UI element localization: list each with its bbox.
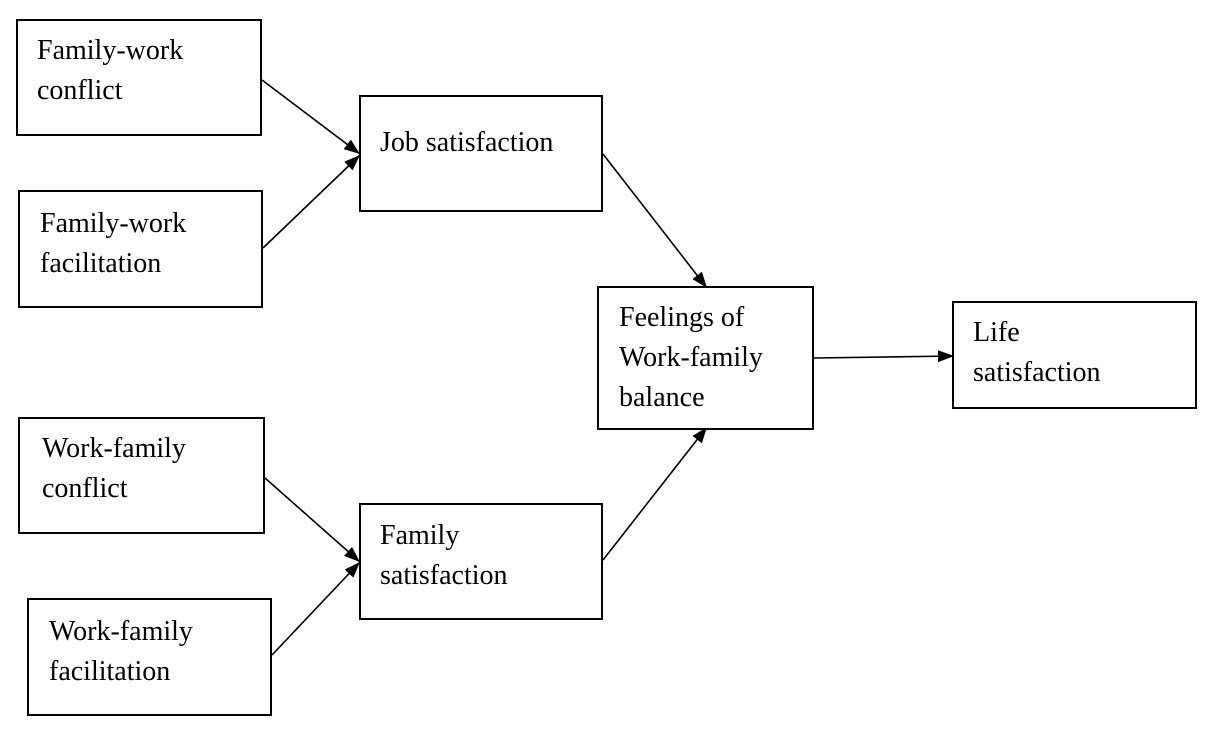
node-label-line: satisfaction (973, 357, 1101, 388)
edge-work-family-conflict-to-family-satisfaction (264, 477, 361, 563)
node-label-line: conflict (42, 473, 128, 504)
node-label-line: conflict (37, 75, 123, 106)
node-label: Feelings of Work-family balance (619, 298, 763, 418)
node-work-family-conflict: Work-family conflict (18, 417, 265, 534)
node-label-line: Family-work (40, 208, 187, 239)
node-label: Family-work facilitation (40, 204, 186, 284)
edge-family-work-facilitation-to-job-satisfaction (262, 154, 361, 249)
node-label-line: Job satisfaction (380, 127, 554, 158)
node-feelings-work-family-balance: Feelings of Work-family balance (597, 286, 814, 430)
node-label: Family satisfaction (380, 516, 508, 596)
edge-family-work-conflict-to-job-satisfaction (261, 79, 361, 155)
node-work-family-facilitation: Work-family facilitation (27, 598, 272, 716)
node-label-line: Family (380, 520, 460, 551)
node-label-line: balance (619, 382, 705, 413)
node-job-satisfaction: Job satisfaction (359, 95, 603, 212)
node-label: Work-family conflict (42, 429, 186, 509)
node-life-satisfaction: Life satisfaction (952, 301, 1197, 409)
edge-work-family-facilitation-to-family-satisfaction (271, 561, 361, 656)
edge-family-satisfaction-to-feelings-balance (602, 426, 708, 561)
node-family-work-facilitation: Family-work facilitation (18, 190, 263, 308)
node-label-line: facilitation (40, 248, 162, 279)
node-label-line: Life (973, 317, 1020, 348)
node-family-work-conflict: Family-work conflict (16, 19, 262, 136)
node-label-line: Work-family (49, 616, 193, 647)
node-label: Life satisfaction (973, 313, 1101, 393)
node-label-line: Feelings of (619, 302, 745, 333)
node-label-line: facilitation (49, 656, 171, 687)
node-label: Family-work conflict (37, 31, 183, 111)
node-label: Work-family facilitation (49, 612, 193, 692)
edge-job-satisfaction-to-feelings-balance (602, 153, 708, 289)
node-family-satisfaction: Family satisfaction (359, 503, 603, 620)
node-label-line: Work-family (619, 342, 763, 373)
node-label: Job satisfaction (380, 123, 553, 163)
edge-feelings-balance-to-life-satisfaction (813, 350, 955, 363)
node-label-line: satisfaction (380, 560, 508, 591)
node-label-line: Work-family (42, 433, 186, 464)
node-label-line: Family-work (37, 35, 184, 66)
